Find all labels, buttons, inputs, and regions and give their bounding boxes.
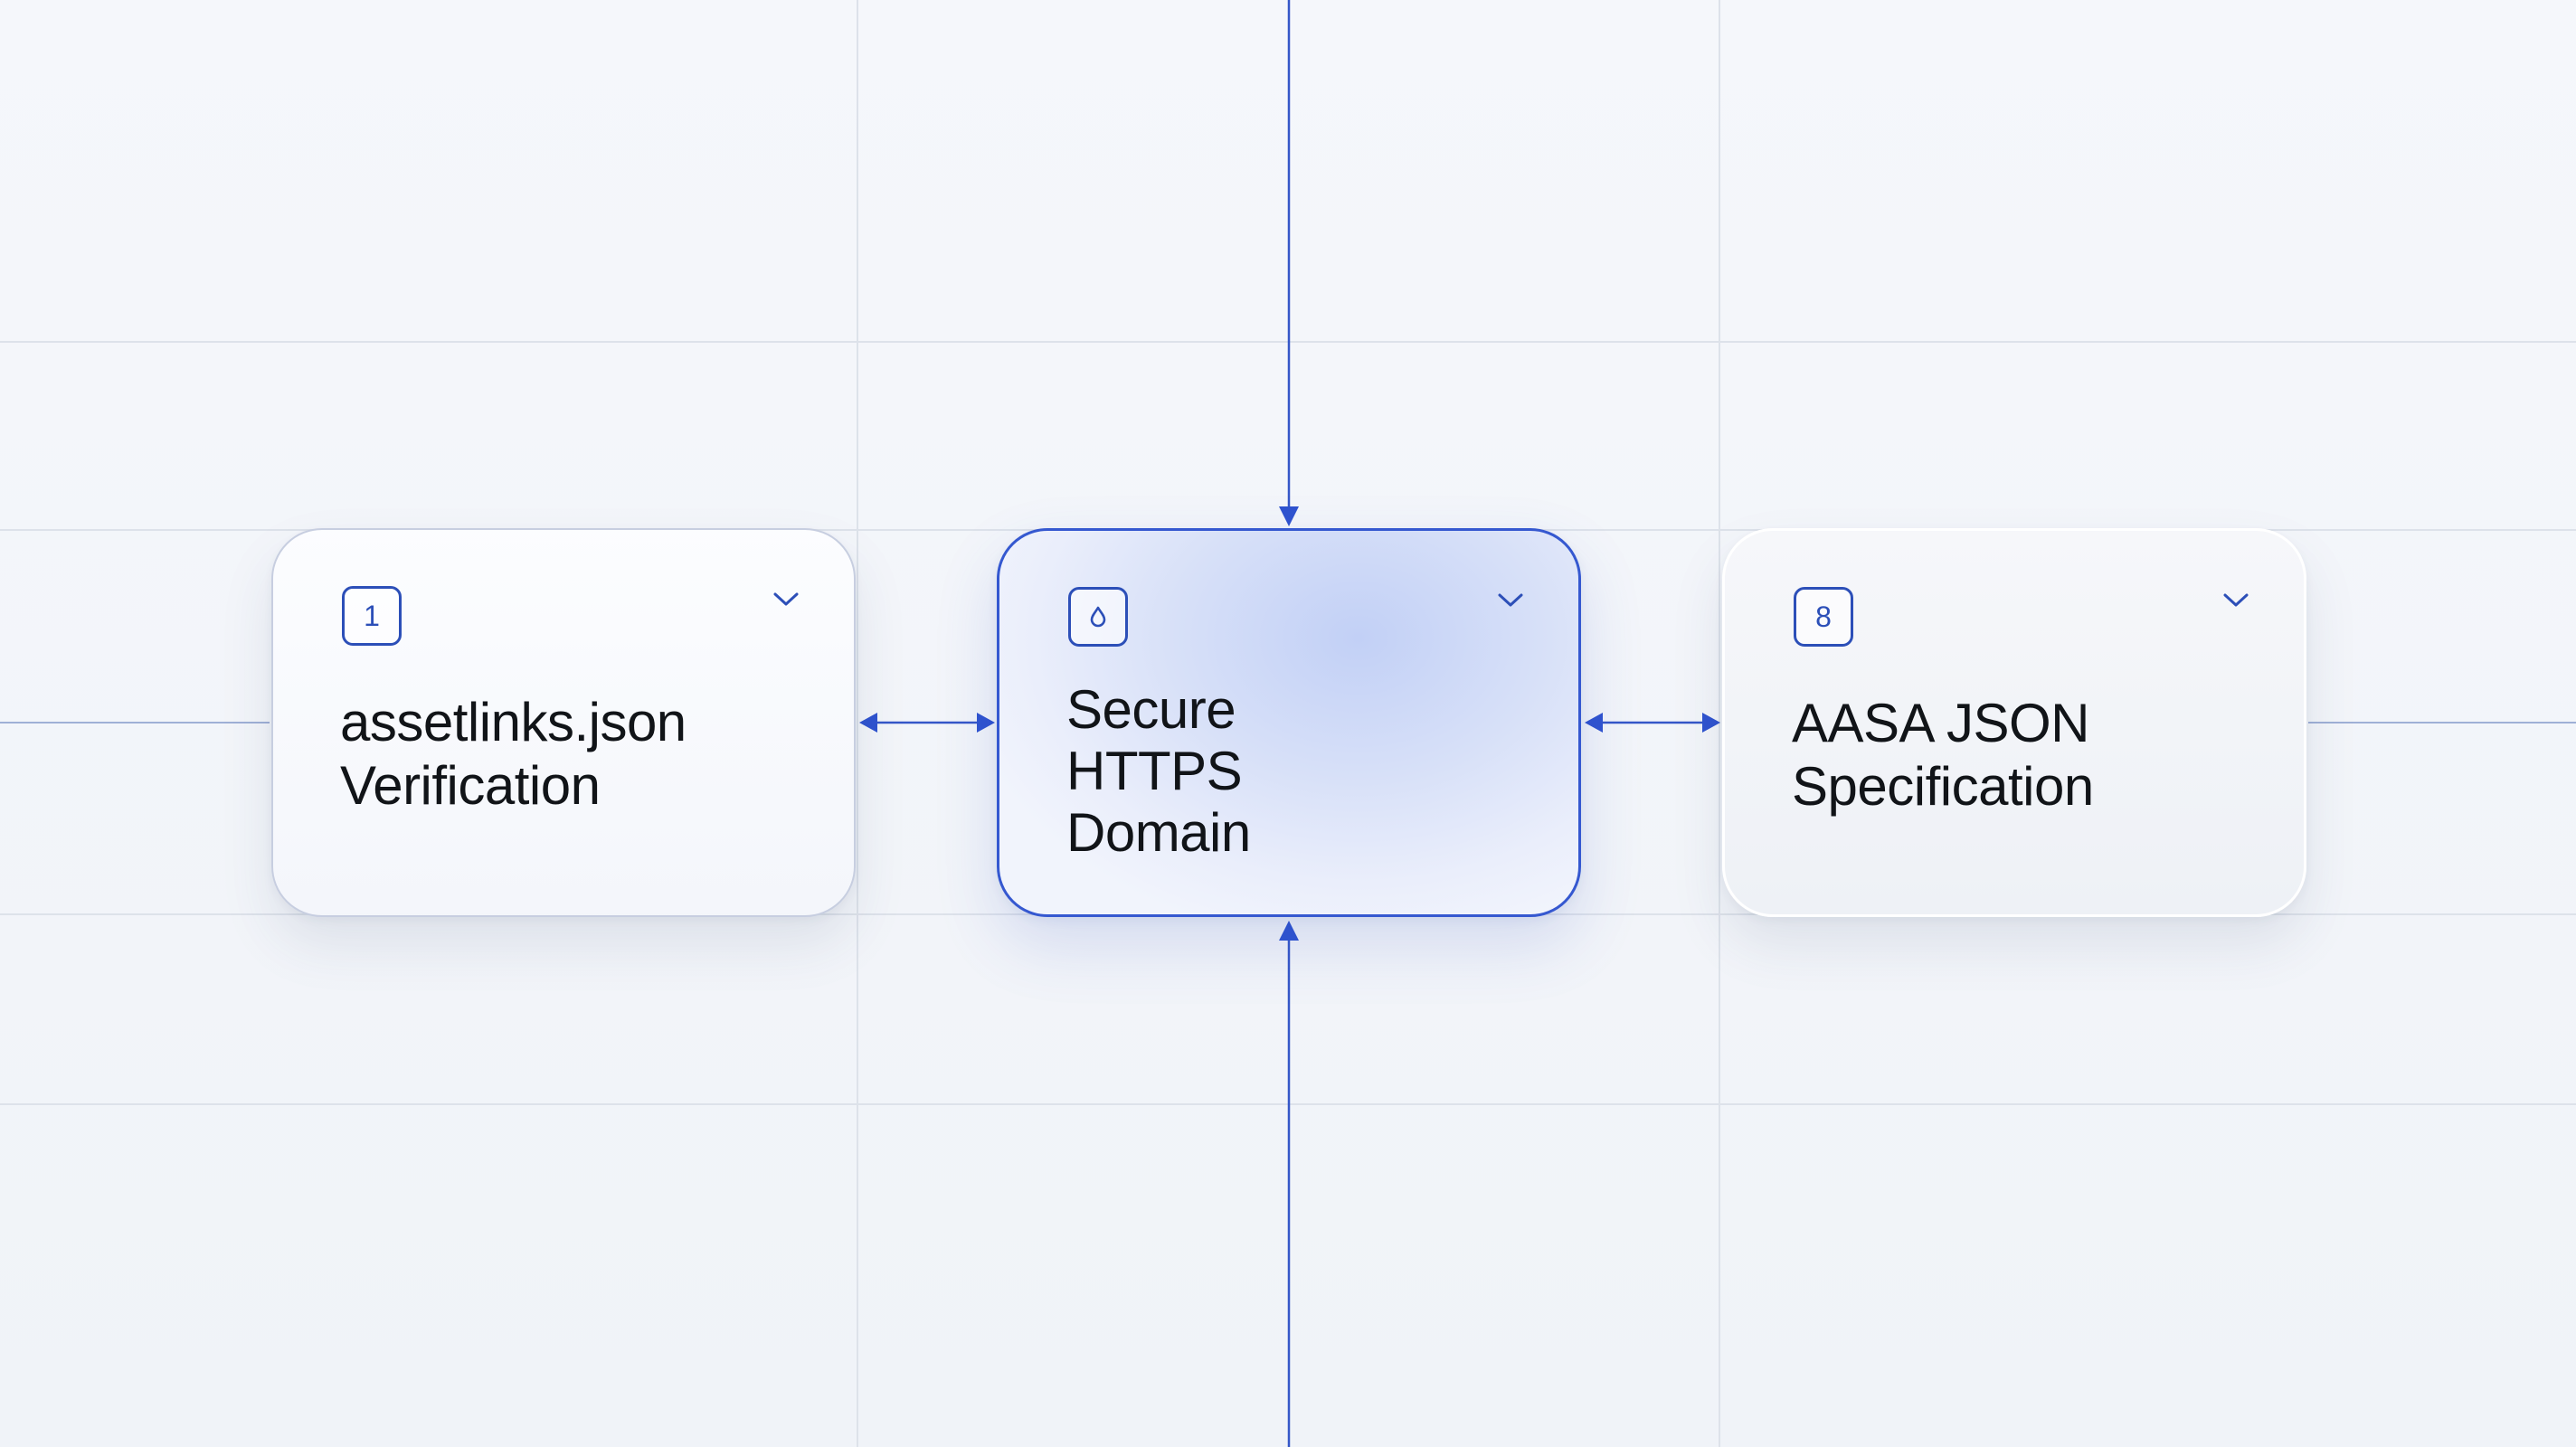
chevron-down-icon[interactable]: [2221, 589, 2251, 610]
node-title-line: Secure: [1066, 679, 1236, 740]
edge-top-to-domain: [1279, 0, 1299, 526]
drop-icon-glyph: [1090, 606, 1106, 628]
drop-icon: [1068, 587, 1128, 647]
grid-line-vertical: [857, 0, 858, 1447]
node-title-line: Domain: [1066, 802, 1251, 863]
grid-line-horizontal: [0, 341, 2576, 343]
edge-domain-aasa: [1585, 713, 1720, 733]
edge-bottom-to-domain: [1279, 921, 1299, 1447]
chevron-down-icon[interactable]: [771, 588, 801, 610]
node-title-line: assetlinks.json: [340, 692, 687, 752]
node-title-line: Verification: [340, 755, 601, 816]
node-title-line: Specification: [1792, 756, 2094, 817]
node-secure-https-domain[interactable]: Secure HTTPS Domain: [997, 528, 1581, 917]
node-aasa-json-specification[interactable]: 8 AASA JSON Specification: [1722, 528, 2306, 917]
number-badge-icon: 1: [342, 586, 402, 646]
node-title-line: HTTPS: [1066, 741, 1243, 801]
node-title: assetlinks.json Verification: [340, 691, 819, 818]
node-title: AASA JSON Specification: [1792, 692, 2262, 818]
chevron-down-icon[interactable]: [1495, 589, 1526, 610]
node-title-line: AASA JSON: [1792, 693, 2089, 753]
grid-line-horizontal: [0, 1103, 2576, 1105]
node-badge-number: 1: [364, 599, 380, 632]
node-assetlinks-verification[interactable]: 1 assetlinks.json Verification: [271, 528, 856, 917]
node-title: Secure HTTPS Domain: [1066, 679, 1492, 864]
node-badge-number: 8: [1815, 600, 1832, 633]
grid-line-vertical: [1719, 0, 1720, 1447]
number-badge-icon: 8: [1794, 587, 1853, 647]
edge-assetlinks-domain: [859, 713, 995, 733]
